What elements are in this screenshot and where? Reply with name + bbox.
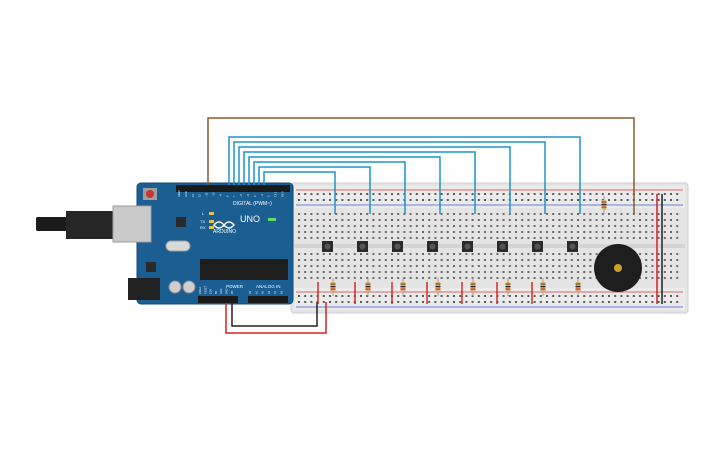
dc-power-jack <box>128 278 160 300</box>
button-5-wire[interactable] <box>243 151 476 214</box>
resistor[interactable] <box>540 278 546 296</box>
digital-pin-label: ~3 <box>260 193 264 197</box>
button-7-wire[interactable] <box>233 141 546 214</box>
resistor[interactable] <box>365 278 371 296</box>
resistor[interactable] <box>575 278 581 296</box>
digital-pin-label: ~6 <box>239 193 243 197</box>
arduino-logo-icon <box>213 221 235 229</box>
digital-pin-label: 4 <box>253 195 257 197</box>
button-8-wire[interactable] <box>228 136 581 214</box>
led-rx-label: RX <box>200 225 206 230</box>
crystal-oscillator <box>165 240 191 252</box>
power-header <box>198 296 238 303</box>
digital-pin-label: TX 1 <box>274 191 278 197</box>
digital-pin-label: ~9 <box>218 193 222 197</box>
digital-pin-label: ~11 <box>205 192 209 197</box>
digital-pin-label: 12 <box>198 194 202 197</box>
microcontroller-chip <box>200 259 288 280</box>
header-pin-label: Vin <box>231 290 234 294</box>
header-pin-label: RESET <box>204 285 207 294</box>
header-pin-label: GND <box>226 288 229 294</box>
led-tx-label: TX <box>200 219 205 224</box>
button-1-wire[interactable] <box>263 171 336 214</box>
resistor[interactable] <box>505 278 511 296</box>
button-6-wire[interactable] <box>238 146 511 214</box>
led-rx-indicator <box>209 226 214 229</box>
resistor-ground-wires <box>317 282 533 304</box>
digital-pwm-label: DIGITAL (PWM~) <box>233 201 272 207</box>
arduino-uno-board[interactable]: L TX RX DIGITAL (PWM~) UNO ARDUINO POWER… <box>36 182 294 305</box>
digital-pin-label: ~10 <box>212 192 216 197</box>
buzzer-signal-wire[interactable] <box>207 117 635 214</box>
digital-pin-label: GND <box>184 191 188 197</box>
resistors <box>330 196 607 296</box>
pushbutton[interactable] <box>357 241 368 252</box>
header-pin-label: A5 <box>281 290 284 294</box>
header-pin-label: GND <box>220 288 223 294</box>
header-pin-label: IOREF <box>199 286 202 294</box>
power-led-indicator <box>268 218 276 221</box>
digital-pin-label: RX 0 <box>281 191 285 197</box>
analog-in-label: ANALOG IN <box>256 284 281 289</box>
header-pin-label: 3.3V <box>210 289 213 294</box>
led-l-label: L <box>202 211 205 216</box>
led-l-indicator <box>209 212 214 215</box>
capacitor-icon <box>168 280 182 294</box>
digital-pin-label: 13 <box>191 194 195 197</box>
breadboard-center-channel <box>294 244 685 248</box>
button-3-wire[interactable] <box>253 161 406 214</box>
capacitor-icon <box>182 280 196 294</box>
usb-cable-plug <box>36 217 68 231</box>
wires <box>207 117 663 334</box>
digital-pin-label: 8 <box>225 195 229 197</box>
piezo-buzzer-icon[interactable] <box>594 244 642 292</box>
button-4-wire[interactable] <box>248 156 441 214</box>
5v-power-wire[interactable] <box>225 302 327 334</box>
header-pin-label: 5V <box>215 291 218 294</box>
resistor[interactable] <box>470 278 476 296</box>
header-pin-label: A0 <box>249 290 252 294</box>
pushbutton[interactable] <box>427 241 438 252</box>
voltage-regulator <box>146 262 156 272</box>
pushbutton[interactable] <box>497 241 508 252</box>
usb-b-port <box>112 205 152 243</box>
pushbutton[interactable] <box>392 241 403 252</box>
usb-interface-chip <box>176 217 186 227</box>
power-label: POWER <box>226 284 244 289</box>
resistor[interactable] <box>601 196 607 214</box>
resistor[interactable] <box>435 278 441 296</box>
led-tx-indicator <box>209 220 214 223</box>
digital-pin-label: AREF <box>177 190 181 197</box>
pushbutton[interactable] <box>567 241 578 252</box>
reset-button-cap-icon <box>146 190 154 198</box>
header-pin-label: A1 <box>255 290 258 294</box>
header-pin-label: A4 <box>274 290 277 294</box>
resistor[interactable] <box>400 278 406 296</box>
pushbuttons <box>322 241 578 252</box>
header-pin-label: A3 <box>268 290 271 294</box>
digital-pin-label: 7 <box>232 195 236 197</box>
digital-pin-label: ~5 <box>246 193 250 197</box>
brand-label: ARDUINO <box>213 229 236 235</box>
pushbutton[interactable] <box>322 241 333 252</box>
pushbutton[interactable] <box>532 241 543 252</box>
header-pin-label: A2 <box>262 290 265 294</box>
board-model-label: UNO <box>240 214 260 224</box>
pushbutton[interactable] <box>462 241 473 252</box>
button-2-wire[interactable] <box>258 166 371 214</box>
analog-header <box>248 296 288 303</box>
digital-header <box>176 185 290 192</box>
usb-cable-body <box>66 211 118 239</box>
resistor[interactable] <box>330 278 336 296</box>
digital-pin-label: 2 <box>267 195 271 197</box>
gnd-wire[interactable] <box>231 302 318 327</box>
